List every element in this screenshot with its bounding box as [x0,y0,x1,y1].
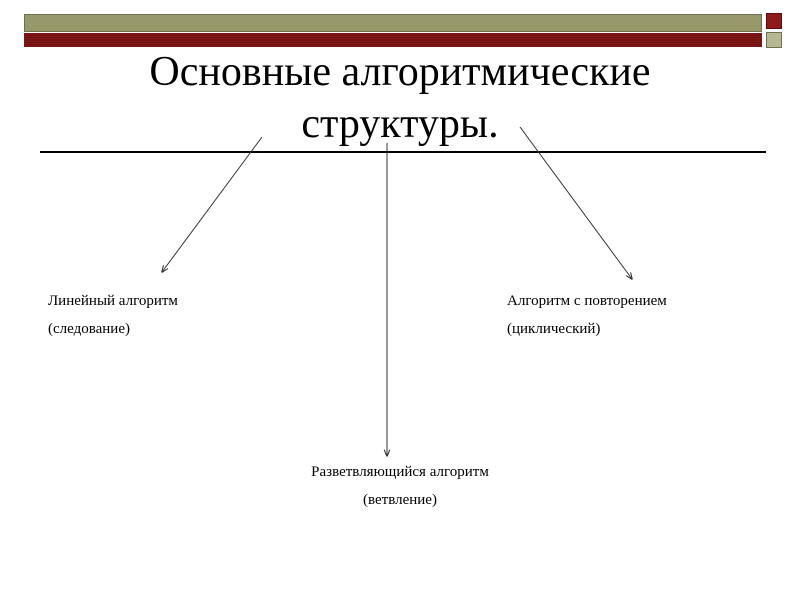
slide-title: Основные алгоритмические структуры. [100,46,700,150]
header-olive-square [766,32,782,48]
label-linear: Линейный алгоритм (следование) [48,287,178,343]
label-linear-line1: Линейный алгоритм [48,293,178,309]
arrow-to-linear [162,136,263,272]
label-branching: Разветвляющийся алгоритм (ветвление) [250,458,550,514]
label-cyclic-line1: Алгоритм с повторением [507,293,667,309]
label-branching-line1: Разветвляющийся алгоритм [311,464,489,480]
title-underline [40,151,766,153]
label-linear-line2: (следование) [48,321,130,337]
label-cyclic-line2: (циклический) [507,321,601,337]
header-olive-bar [24,14,762,32]
header-red-bar [24,33,762,47]
label-cyclic: Алгоритм с повторением (циклический) [507,287,667,343]
slide-title-line1: Основные алгоритмические [149,49,651,95]
slide-title-line2: структуры. [301,101,499,147]
header-red-square [766,13,782,29]
label-branching-line2: (ветвление) [363,492,437,508]
arrow-to-cyclic [519,126,632,279]
